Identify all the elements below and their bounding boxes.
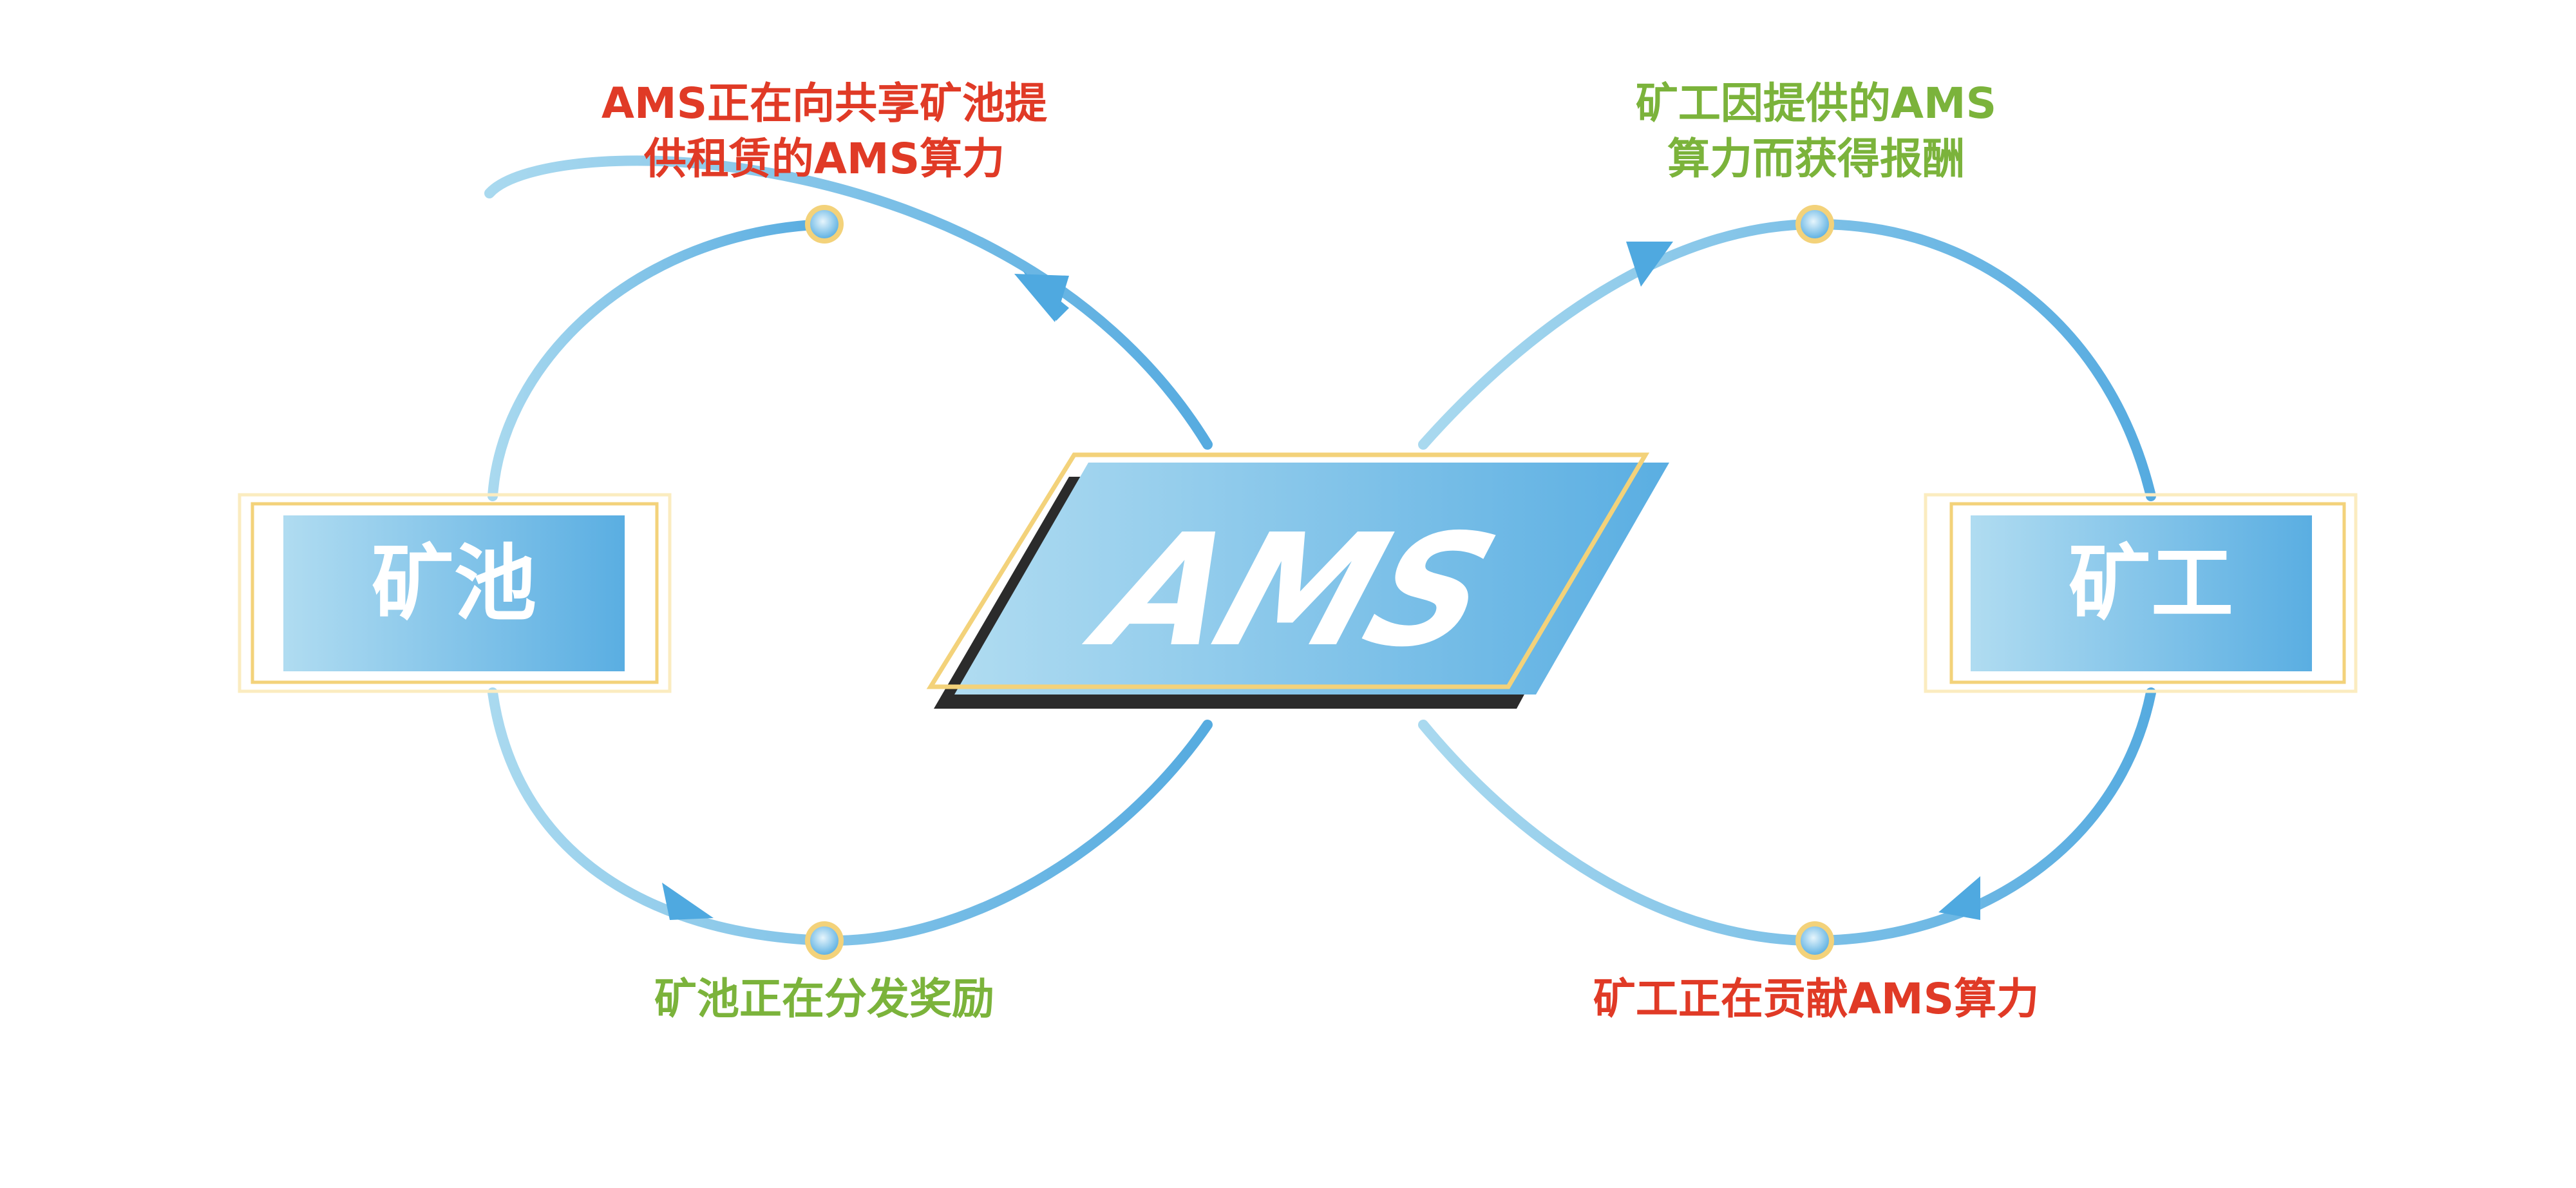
label-bottom-left: 矿池正在分发奖励: [580, 972, 1069, 1027]
arc-left-bottom: [488, 687, 1213, 946]
label-top-right-line2: 算力而获得报酬: [1667, 134, 1965, 184]
arc-left-top-start: [488, 219, 829, 501]
arc-right-bottom: [1418, 687, 2156, 946]
pool-box-label: 矿池: [372, 536, 536, 632]
label-bottom-right: 矿工正在贡献AMS算力: [1546, 972, 2087, 1027]
logo-text: AMS: [1070, 501, 1511, 682]
miner-box: 矿工: [1924, 493, 2358, 693]
arrow-bottom-right-icon: [1938, 876, 1980, 920]
arc-left-top: [484, 155, 1213, 450]
pool-box: 矿池: [238, 493, 672, 693]
arrow-bottom-left-icon: [662, 883, 714, 920]
ams-center-logo: AMS: [926, 452, 1669, 709]
label-bottom-left-text: 矿池正在分发奖励: [654, 974, 994, 1024]
label-top-right: 矿工因提供的AMS 算力而获得报酬: [1571, 76, 2061, 187]
miner-box-label: 矿工: [2069, 536, 2233, 632]
label-bottom-right-text: 矿工正在贡献AMS算力: [1593, 974, 2040, 1024]
arrow-top-left-icon-head: [1014, 274, 1069, 322]
label-top-right-line1: 矿工因提供的AMS: [1635, 79, 1997, 128]
dot-bottom-left: [805, 921, 844, 960]
dot-bottom-right: [1795, 921, 1834, 960]
dot-top-left: [805, 205, 844, 244]
label-top-left: AMS正在向共享矿池提 供租赁的AMS算力: [580, 76, 1069, 187]
dot-top-right: [1795, 205, 1834, 244]
label-top-left-line1: AMS正在向共享矿池提: [601, 79, 1048, 128]
logo-body: [954, 463, 1669, 695]
label-top-left-line2: 供租赁的AMS算力: [643, 134, 1005, 184]
arrow-top-right-icon: [1626, 242, 1673, 287]
logo-gold-frame: [926, 452, 1650, 689]
